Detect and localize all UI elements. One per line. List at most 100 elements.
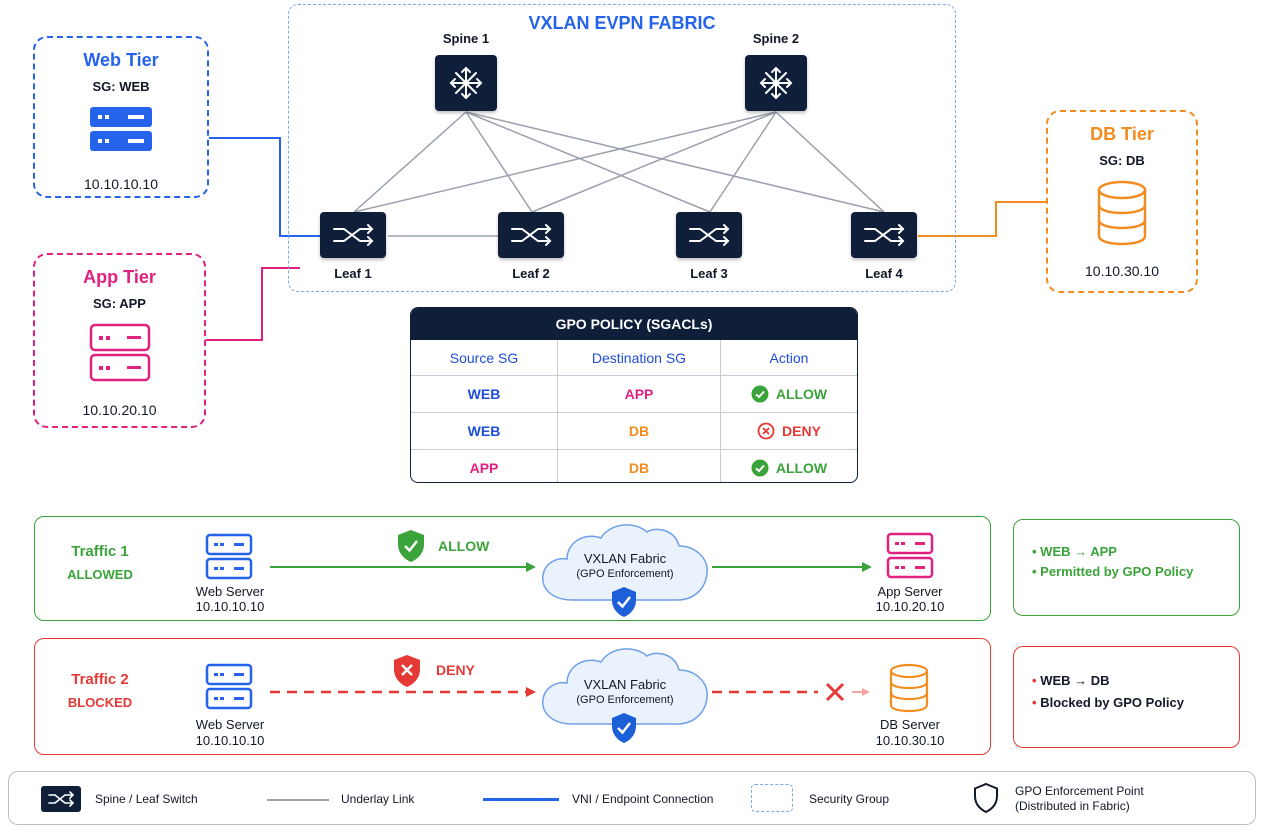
traffic-2-cloud-title: VXLAN Fabric xyxy=(583,677,667,692)
traffic-1-cloud-sub: (GPO Enforcement) xyxy=(576,568,674,580)
table-row: WEB DB DENY xyxy=(411,412,857,449)
row-destination: DB xyxy=(558,450,721,482)
server-icon xyxy=(205,663,253,710)
shield-icon xyxy=(394,655,420,687)
leaf-4-label: Leaf 4 xyxy=(865,266,903,281)
policy-header-row: Source SG Destination SG Action xyxy=(411,340,857,375)
shield-icon xyxy=(612,713,636,743)
app-to-leaf1-link xyxy=(206,267,300,341)
traffic-2-src-ip: 10.10.10.10 xyxy=(195,733,265,748)
traffic-1-verdict: ALLOW xyxy=(438,538,490,554)
row-source: APP xyxy=(411,450,558,482)
legend-sg-label: Security Group xyxy=(809,792,890,806)
leaf4-to-db-link xyxy=(918,201,1046,237)
table-row: WEB APP ALLOW xyxy=(411,375,857,412)
row-action: DENY xyxy=(721,413,857,449)
legend-underlay-swatch xyxy=(267,799,329,801)
traffic-1-panel xyxy=(34,516,991,621)
fabric-title: VXLAN EVPN FABRIC xyxy=(528,13,716,33)
traffic-2-panel xyxy=(34,638,991,755)
table-row: APP DB ALLOW xyxy=(411,449,857,482)
shield-icon xyxy=(398,530,424,562)
server-icon xyxy=(205,533,253,580)
shield-icon xyxy=(974,782,998,814)
app-tier-title: App Tier xyxy=(83,267,156,287)
traffic-1-src-name: Web Server xyxy=(195,584,265,599)
spine-switch-icon[interactable] xyxy=(745,55,807,111)
shield-icon xyxy=(612,587,636,617)
action-label: DENY xyxy=(782,423,821,439)
legend-switch-label: Spine / Leaf Switch xyxy=(95,792,198,806)
leaf-switch-icon[interactable] xyxy=(851,212,917,258)
leaf-2-label: Leaf 2 xyxy=(512,266,550,281)
spine-switch-icon[interactable] xyxy=(435,55,497,111)
row-action: ALLOW xyxy=(721,450,857,482)
traffic-1-status: ALLOWED xyxy=(67,567,133,582)
policy-title: GPO POLICY (SGACLs) xyxy=(411,308,857,340)
leaf-3-label: Leaf 3 xyxy=(690,266,728,281)
header-source-sg: Source SG xyxy=(411,340,558,375)
leaf-switch-icon xyxy=(41,786,81,812)
db-tier-title: DB Tier xyxy=(1090,124,1154,144)
leaf-switch-icon[interactable] xyxy=(320,212,386,258)
web-tier-sg: SG: WEB xyxy=(92,79,150,94)
traffic-2-note-1: • WEB → DB xyxy=(1032,673,1110,688)
traffic-1-cloud-title: VXLAN Fabric xyxy=(583,551,667,566)
database-icon xyxy=(1097,180,1147,246)
traffic-2-verdict: DENY xyxy=(436,662,475,678)
traffic-1-dst-ip: 10.10.20.10 xyxy=(875,599,945,614)
database-icon xyxy=(889,663,929,713)
check-circle-icon xyxy=(751,385,769,403)
traffic-2-note-panel: • WEB → DB • Blocked by GPO Policy xyxy=(1013,646,1240,748)
traffic-1-dst-name: App Server xyxy=(877,584,943,599)
db-tier-sg: SG: DB xyxy=(1099,153,1145,168)
action-label: ALLOW xyxy=(775,386,828,402)
db-tier-group[interactable]: DB Tier SG: DB 10.10.30.10 xyxy=(1046,110,1198,293)
check-circle-icon xyxy=(751,459,769,477)
action-label: ALLOW xyxy=(775,460,828,476)
traffic-2-cloud-sub: (GPO Enforcement) xyxy=(576,694,674,706)
server-icon xyxy=(90,107,152,151)
row-source: WEB xyxy=(411,376,558,412)
server-icon xyxy=(886,532,934,579)
app-tier-sg: SG: APP xyxy=(93,296,146,311)
traffic-2-note-2: • Blocked by GPO Policy xyxy=(1032,695,1184,710)
cloud-icon xyxy=(542,524,708,601)
web-tier-group[interactable]: Web Tier SG: WEB 10.10.10.10 xyxy=(33,36,209,198)
header-action: Action xyxy=(769,349,809,366)
row-destination: DB xyxy=(558,413,721,449)
row-action: ALLOW xyxy=(721,376,857,412)
traffic-1-title: Traffic 1 xyxy=(71,543,129,560)
traffic-2-src-name: Web Server xyxy=(195,717,265,732)
legend-gpo-line2: (Distributed in Fabric) xyxy=(1015,799,1130,813)
underlay-links xyxy=(353,111,885,237)
gpo-policy-table: GPO POLICY (SGACLs) Source SG Destinatio… xyxy=(410,307,858,483)
traffic-2-status: BLOCKED xyxy=(67,695,133,710)
cloud-icon xyxy=(542,648,708,725)
vxlan-fabric-group: VXLAN EVPN FABRIC xyxy=(288,4,956,292)
leaf-switch-icon[interactable] xyxy=(676,212,742,258)
traffic-1-note-panel: • WEB → APP • Permitted by GPO Policy xyxy=(1013,519,1240,616)
traffic-1-note-1: • WEB → APP xyxy=(1032,544,1117,559)
traffic-2-dst-name: DB Server xyxy=(880,717,940,732)
leaf-switch-icon[interactable] xyxy=(498,212,564,258)
legend-sg-swatch xyxy=(751,784,793,812)
legend-underlay-label: Underlay Link xyxy=(341,792,415,806)
web-tier-title: Web Tier xyxy=(83,50,159,70)
row-source: WEB xyxy=(411,413,558,449)
traffic-2-title: Traffic 2 xyxy=(71,671,129,688)
traffic-2-dst-ip: 10.10.30.10 xyxy=(875,733,945,748)
row-destination: APP xyxy=(558,376,721,412)
traffic-1-src-ip: 10.10.10.10 xyxy=(195,599,265,614)
traffic-1-note-2: • Permitted by GPO Policy xyxy=(1032,564,1194,579)
legend-vni-label: VNI / Endpoint Connection xyxy=(572,792,714,806)
app-tier-group[interactable]: App Tier SG: APP 10.10.20.10 xyxy=(33,253,206,428)
leaf-1-label: Leaf 1 xyxy=(334,266,372,281)
spine-1-label: Spine 1 xyxy=(442,31,490,46)
app-tier-ip: 10.10.20.10 xyxy=(82,402,157,418)
legend: Spine / Leaf Switch Underlay Link VNI / … xyxy=(8,771,1256,825)
server-icon xyxy=(89,323,150,382)
legend-gpo-line1: GPO Enforcement Point xyxy=(1015,784,1144,798)
